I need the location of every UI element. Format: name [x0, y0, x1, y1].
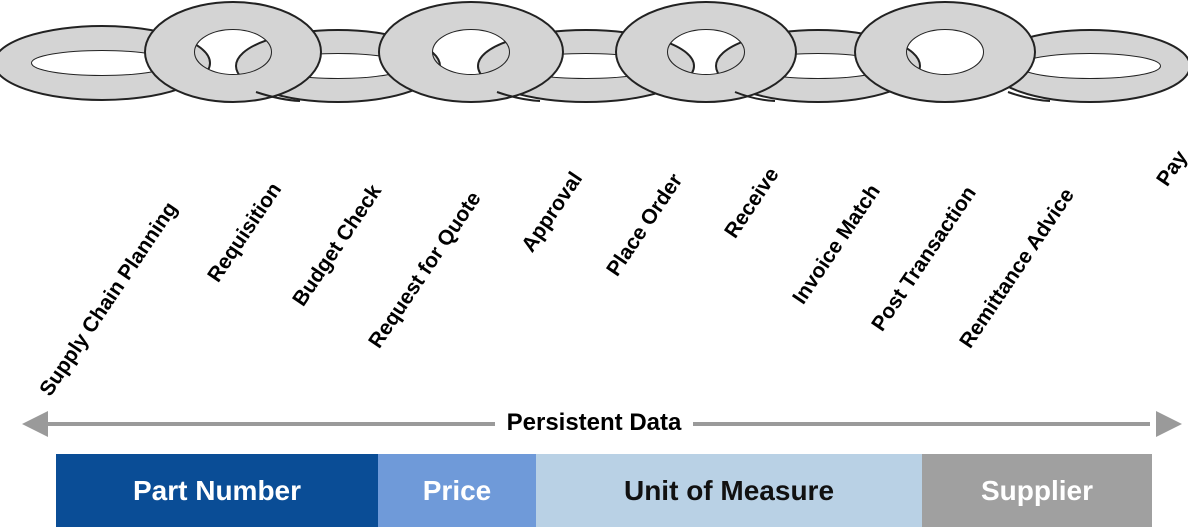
step-label-place-order: Place Order [602, 169, 688, 281]
chain-link-8 [854, 1, 1036, 103]
arrow-head-right [1156, 411, 1182, 437]
chain-link-9-overlap [1007, 91, 1051, 102]
segment-supplier-label: Supplier [980, 474, 1093, 506]
step-label-invoice-match: Invoice Match [788, 180, 885, 309]
segment-part-number-label: Part Number [132, 474, 302, 506]
step-label-requisition: Requisition [203, 178, 287, 287]
chain-link-7-overlap [734, 91, 776, 102]
chain-link-3-overlap [255, 91, 301, 102]
segment-supplier: Supplier [922, 454, 1152, 527]
arrow-head-left [22, 411, 48, 437]
segment-unit-of-measure: Unit of Measure [536, 454, 922, 527]
step-label-request-for-quote: Request for Quote [364, 187, 486, 353]
step-label-pay: Pay [1152, 146, 1188, 191]
chain-link-5-overlap [496, 91, 541, 102]
persistent-data-bar: Part Number Price Unit of Measure Suppli… [56, 454, 1152, 527]
step-label-budget-check: Budget Check [288, 180, 387, 311]
chain-link-6 [615, 1, 797, 103]
step-label-post-transaction: Post Transaction [867, 182, 981, 336]
step-label-supply-chain-planning: Supply Chain Planning [35, 197, 183, 401]
chain-graphic [0, 1, 1188, 103]
step-label-remittance-advice: Remittance Advice [955, 184, 1079, 353]
persistent-data-title-wrap: Persistent Data [0, 409, 1188, 437]
chain-link-2 [144, 1, 322, 103]
chain-link-4 [378, 1, 564, 103]
persistent-data-title: Persistent Data [494, 409, 694, 436]
segment-unit-of-measure-label: Unit of Measure [623, 474, 835, 506]
step-label-approval: Approval [517, 167, 588, 257]
segment-price: Price [378, 454, 536, 527]
segment-part-number: Part Number [56, 454, 378, 527]
step-label-receive: Receive [720, 163, 784, 243]
segment-price-label: Price [422, 474, 492, 506]
